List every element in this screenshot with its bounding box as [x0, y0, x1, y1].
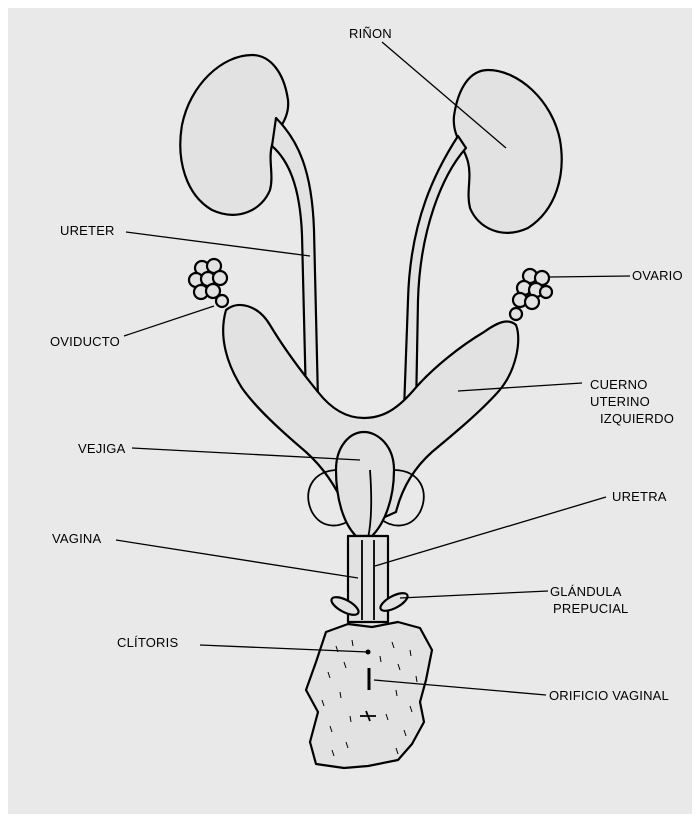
vulva-skin [306, 622, 432, 768]
label-ureter: URETER [60, 223, 115, 238]
label-vagina: VAGINA [52, 531, 101, 546]
label-glandula-2: PREPUCIAL [553, 601, 629, 616]
label-vejiga: VEJIGA [78, 441, 125, 456]
label-ovario: OVARIO [632, 268, 683, 283]
bladder [336, 432, 394, 536]
label-uretra: URETRA [612, 489, 667, 504]
label-rinon: RIÑON [349, 26, 392, 41]
right-ovary [510, 269, 552, 320]
label-cuerno-2: UTERINO [590, 394, 650, 409]
label-glandula-1: GLÁNDULA [550, 584, 622, 599]
right-kidney [454, 70, 562, 233]
left-kidney [180, 55, 288, 215]
left-ovary [189, 259, 228, 307]
label-oviducto: OVIDUCTO [50, 334, 120, 349]
label-orificio-vaginal: ORIFICIO VAGINAL [549, 688, 669, 703]
label-clitoris: CLÍTORIS [117, 635, 178, 650]
label-cuerno-3: IZQUIERDO [600, 411, 674, 426]
label-cuerno-1: CUERNO [590, 377, 648, 392]
